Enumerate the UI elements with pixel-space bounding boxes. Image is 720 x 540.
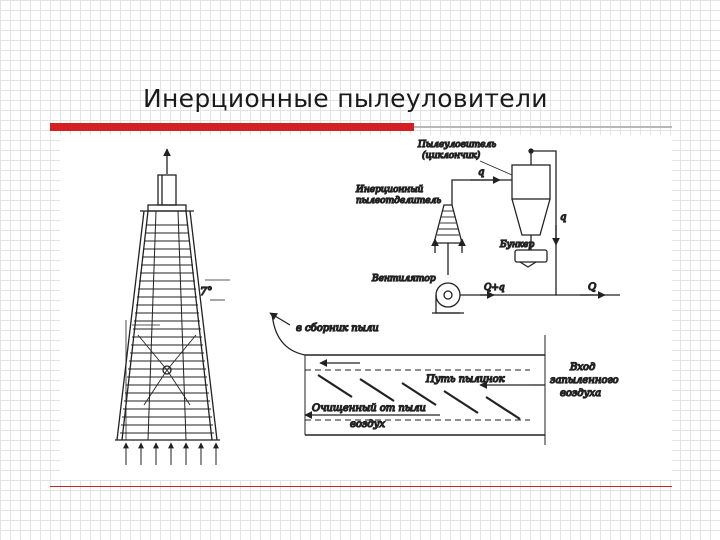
cyclone-label: Пылеуловитель [417, 140, 496, 150]
dust-collector-diagram: 7° Пылеуловитель (циклончик) q q Инерцио… [115, 139, 620, 465]
inlet-label-3: воздуха [560, 388, 601, 399]
cyclone-system: Пылеуловитель (циклончик) q q Инерционны… [354, 139, 620, 314]
dust-path-label: Путь пылинок [425, 374, 505, 385]
flow-q-right: q [560, 212, 566, 223]
scanned-figure: 7° Пылеуловитель (циклончик) q q Инерцио… [60, 135, 672, 480]
louver-cone-separator: 7° [115, 148, 230, 465]
inertial-label-1: Инерционный [355, 185, 424, 195]
slide-title: Инерционные пылеуловители [143, 84, 548, 113]
clean-air-label-1: Очищенный от пыли [312, 403, 426, 414]
channel-separator: в сборник пыли Путь пылинок Очищенный от… [269, 312, 619, 445]
title-accent-bar [50, 123, 414, 131]
inlet-label-2: запыленного [550, 375, 619, 386]
cyclone-sublabel: (циклончик) [422, 150, 481, 161]
bunker-label: Бункер [499, 240, 534, 250]
dust-outlet-label: в сборник пыли [296, 323, 379, 334]
flow-q-top: q [478, 167, 484, 178]
inlet-label-1: Вход [569, 362, 595, 373]
clean-air-label-2: воздух [350, 419, 385, 430]
flow-Q-out: Q [588, 282, 596, 293]
flow-q-in: Q+q [484, 283, 505, 293]
inertial-label-2: пылеотделитель [356, 196, 441, 206]
fan-label: Вентилятор [371, 274, 436, 284]
bottom-rule [50, 486, 672, 487]
angle-label: 7° [200, 285, 213, 298]
